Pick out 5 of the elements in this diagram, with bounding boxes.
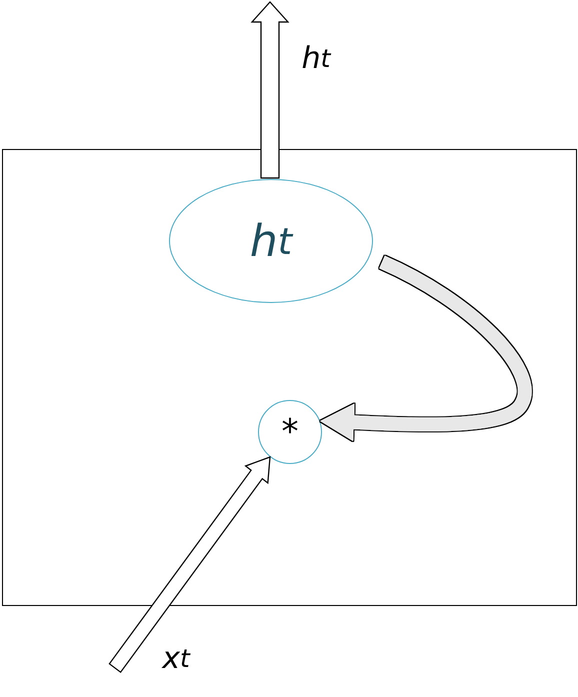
multiply-circle: * bbox=[258, 400, 322, 464]
arrow bbox=[250, 1, 290, 179]
arrow bbox=[108, 456, 271, 674]
cell-box bbox=[2, 149, 577, 606]
arrow bbox=[320, 256, 532, 442]
